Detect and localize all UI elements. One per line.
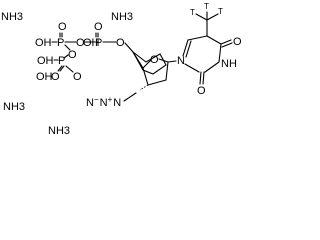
bond	[184, 63, 200, 73]
atom-oh-2: OH	[83, 37, 100, 49]
bond-hashed	[139, 84, 149, 91]
nh3-label-2: NH3	[111, 11, 133, 23]
bond	[185, 40, 192, 58]
atom-oh-3: OH	[37, 55, 54, 67]
bond	[204, 61, 220, 73]
bond	[158, 58, 169, 63]
nh3-label-3: NH3	[3, 101, 25, 113]
bond	[132, 51, 144, 69]
bond	[218, 43, 222, 63]
bond	[63, 54, 69, 59]
bond	[202, 71, 205, 85]
azide-label: N−N+N	[86, 95, 121, 109]
bond	[124, 42, 134, 53]
atom-ring-o: O	[150, 54, 159, 66]
bond	[167, 60, 177, 63]
bond	[59, 65, 65, 72]
molecule-svg: NH3 NH3 NH3 NH3 OH O P O O OH O P O OH P…	[1, 2, 242, 137]
bond	[57, 65, 63, 72]
nh3-text-1: NH3	[1, 11, 23, 23]
nh3-label-4: NH3	[48, 125, 70, 137]
nh3-text-4: NH3	[48, 125, 70, 137]
nh3-text-3: NH3	[3, 101, 25, 113]
bond	[165, 61, 169, 81]
atom-o-5prime: O	[116, 37, 125, 49]
atom-c2-o: O	[197, 85, 206, 97]
bond	[65, 65, 74, 73]
bond	[220, 39, 232, 45]
atom-o-bridge-1: O	[76, 37, 85, 49]
atom-oh-1: OH	[35, 37, 52, 49]
atom-o-1: O	[58, 21, 67, 33]
bond	[123, 92, 137, 102]
bond	[221, 42, 233, 48]
bond	[206, 13, 219, 21]
structure-diagram: NH3 NH3 NH3 NH3 OH O P O O OH O P O OH P…	[0, 0, 248, 142]
bond	[187, 35, 208, 41]
bond	[142, 67, 149, 86]
bond	[142, 59, 152, 69]
atom-o-lower-1: O	[68, 49, 77, 61]
bond	[206, 35, 222, 45]
atom-t2: T	[218, 7, 223, 16]
nh3-text-2: NH3	[111, 11, 133, 23]
bond	[147, 79, 167, 86]
bond	[195, 13, 208, 21]
atom-nh: NH	[221, 58, 237, 70]
nh3-label-1: NH3	[1, 11, 23, 23]
atom-p-3: P	[58, 55, 65, 67]
atom-oh-4: OH	[36, 71, 53, 83]
atom-c4-o: O	[233, 36, 242, 48]
bond	[199, 71, 202, 85]
bond	[64, 44, 71, 51]
atom-p-1: P	[57, 37, 64, 49]
sugar-ring	[132, 51, 167, 75]
atom-t3: T	[204, 2, 209, 11]
bond	[182, 39, 189, 57]
atom-t1: T	[190, 8, 195, 17]
atom-p-2: P	[95, 37, 102, 49]
atom-o-2: O	[94, 21, 103, 33]
atom-o-4: O	[73, 71, 82, 83]
atom-n1: N	[177, 55, 185, 67]
atom-o-3: O	[51, 71, 60, 83]
